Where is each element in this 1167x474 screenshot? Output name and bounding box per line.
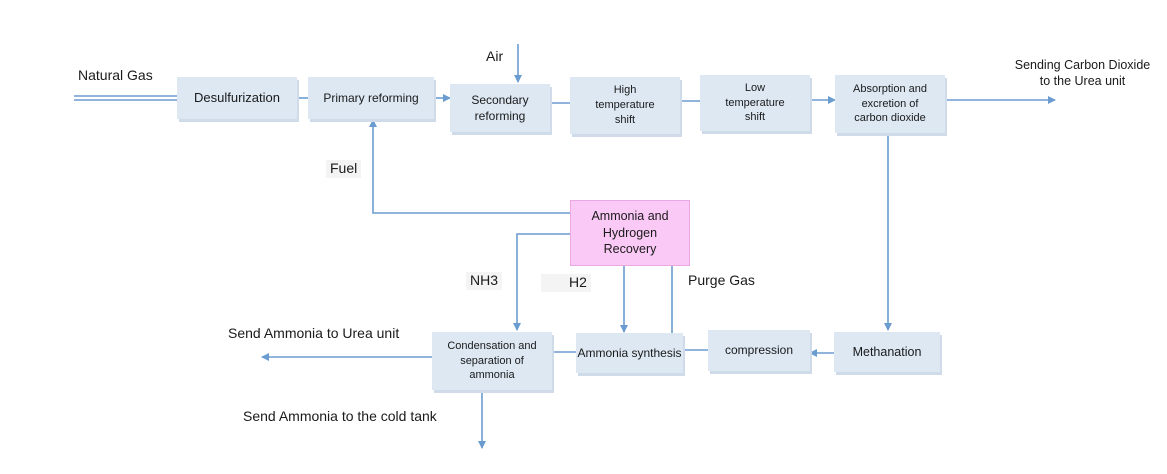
h2-label: H2 <box>541 274 591 292</box>
condensation-box: Condensation and separation of ammonia <box>432 332 552 390</box>
ammonia-to-cold-tank-label: Send Ammonia to the cold tank <box>243 408 437 424</box>
ammonia-hydrogen-recovery-box: Ammonia and Hydrogen Recovery <box>570 200 690 266</box>
purge-gas-label: Purge Gas <box>688 272 755 288</box>
secondary-reforming-box: Secondary reforming <box>450 84 550 132</box>
high-temperature-shift-box: High temperature shift <box>570 77 680 134</box>
fuel-label: Fuel <box>326 160 362 178</box>
nh3-recovery-arrow <box>513 233 570 331</box>
air-label: Air <box>486 48 504 64</box>
compression-box: compression <box>708 330 810 371</box>
methanation-box: Methanation <box>834 332 940 372</box>
absorption-box: Absorption and excretion of carbon dioxi… <box>835 75 945 133</box>
natural-gas-label: Natural Gas <box>78 67 153 83</box>
low-temperature-shift-box: Low temperature shift <box>700 75 810 131</box>
desulfurization-box: Desulfurization <box>177 77 297 119</box>
nh3-label: NH3 <box>466 272 503 290</box>
fuel-return-arrow <box>369 119 570 214</box>
primary-reforming-box: Primary reforming <box>308 77 434 119</box>
co2-to-urea-label: Sending Carbon Dioxide to the Urea unit <box>1014 58 1151 88</box>
ammonia-to-urea-label: Send Ammonia to Urea unit <box>228 325 400 341</box>
ammonia-synthesis-box: Ammonia synthesis <box>576 333 683 373</box>
